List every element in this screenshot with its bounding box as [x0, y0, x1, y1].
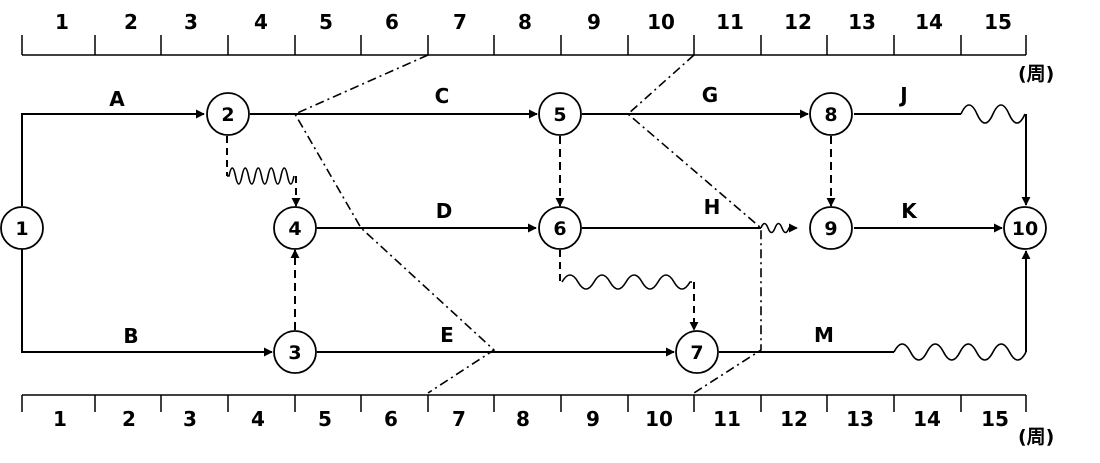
node-9: 9 [809, 206, 853, 250]
bottom-tick-label: 6 [384, 407, 398, 431]
node-4: 4 [273, 206, 317, 250]
dummy-6-7-wave [561, 274, 692, 290]
node-label: 5 [553, 104, 566, 126]
bottom-tick-label: 15 [981, 407, 1009, 431]
node-5: 5 [538, 92, 582, 136]
activity-label-h: H [704, 195, 721, 219]
top-tick-label: 6 [385, 10, 399, 34]
bottom-timescale: 1 2 3 4 5 6 7 8 9 10 11 12 13 14 15 (周) [21, 394, 1054, 448]
check-line-first [293, 54, 496, 394]
top-timescale: 1 2 3 4 5 6 7 8 9 10 11 12 13 14 15 (周) [21, 10, 1054, 85]
activity-label-j: J [898, 83, 907, 107]
node-label: 6 [553, 218, 566, 240]
node-label: 3 [288, 342, 301, 364]
top-unit-label: (周) [1018, 63, 1054, 85]
bottom-tick-label: 2 [122, 407, 136, 431]
node-label: 1 [15, 218, 28, 240]
node-label: 10 [1012, 218, 1038, 240]
top-tick-label: 14 [915, 10, 943, 34]
top-tick-label: 5 [319, 10, 333, 34]
activity-label-c: C [435, 84, 450, 108]
bottom-tick-label: 5 [318, 407, 332, 431]
bottom-tick-label: 9 [586, 407, 600, 431]
top-tick-label: 3 [184, 10, 198, 34]
node-1: 1 [0, 206, 44, 250]
top-tick-label: 12 [784, 10, 812, 34]
top-tick-label: 8 [518, 10, 532, 34]
bottom-tick-label: 1 [53, 407, 67, 431]
top-tick-label: 7 [453, 10, 467, 34]
activity-label-m: M [814, 323, 834, 347]
node-label: 7 [690, 342, 703, 364]
activity-label-b: B [123, 324, 138, 348]
activity-b-arrow [21, 242, 273, 357]
bottom-tick-label: 11 [713, 407, 741, 431]
dummy-2-4-wave [227, 167, 295, 185]
top-tick-label: 1 [55, 10, 69, 34]
bottom-tick-label: 12 [780, 407, 808, 431]
activity-label-k: K [901, 199, 918, 223]
activity-j-wave [960, 104, 1026, 124]
top-tick-label: 4 [254, 10, 268, 34]
dummy-6-7 [559, 250, 562, 283]
activity-a-arrow [21, 109, 205, 206]
node-label: 4 [288, 218, 301, 240]
activity-label-g: G [702, 83, 718, 107]
activity-label-a: A [109, 87, 125, 111]
activity-label-e: E [440, 323, 454, 347]
node-label: 8 [824, 104, 837, 126]
top-tick-label: 13 [848, 10, 876, 34]
bottom-tick-label: 8 [516, 407, 530, 431]
check-line-second [626, 54, 762, 394]
activity-label-d: D [436, 199, 453, 223]
node-10: 10 [1003, 206, 1047, 250]
node-label: 2 [221, 104, 234, 126]
bottom-unit-label: (周) [1018, 426, 1054, 448]
top-tick-label: 11 [716, 10, 744, 34]
top-tick-label: 2 [124, 10, 138, 34]
top-tick-label: 15 [984, 10, 1012, 34]
bottom-tick-label: 3 [183, 407, 197, 431]
node-8: 8 [809, 92, 853, 136]
node-3: 3 [273, 330, 317, 374]
top-tick-label: 9 [587, 10, 601, 34]
bottom-tick-label: 13 [846, 407, 874, 431]
bottom-tick-label: 10 [645, 407, 673, 431]
bottom-tick-label: 4 [251, 407, 265, 431]
activity-h-wave [760, 222, 798, 234]
node-2: 2 [206, 92, 250, 136]
activity-m-wave [893, 343, 1027, 361]
bottom-tick-label: 7 [452, 407, 466, 431]
node-6: 6 [538, 206, 582, 250]
top-tick-label: 10 [647, 10, 675, 34]
node-label: 9 [824, 218, 837, 240]
bottom-tick-label: 14 [913, 407, 941, 431]
node-7: 7 [675, 330, 719, 374]
